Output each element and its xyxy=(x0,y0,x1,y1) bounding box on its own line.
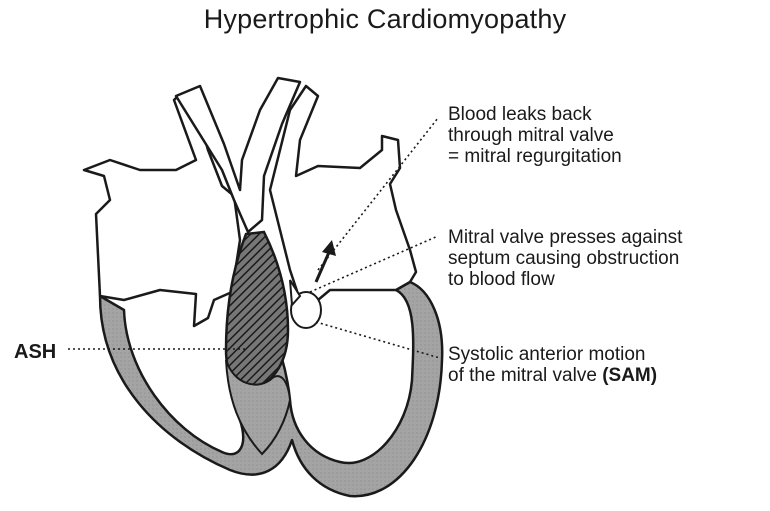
regurgitation-line-1: Blood leaks back xyxy=(448,104,622,125)
regurgitation-line-3: = mitral regurgitation xyxy=(448,146,622,167)
regurgitation-label: Blood leaks back through mitral valve = … xyxy=(448,104,622,167)
sam-label: Systolic anterior motion of the mitral v… xyxy=(448,344,657,386)
regurgitation-line-2: through mitral valve xyxy=(448,125,622,146)
obstruction-label: Mitral valve presses against septum caus… xyxy=(448,227,682,290)
obstruction-line-1: Mitral valve presses against xyxy=(448,227,682,248)
ash-label: ASH xyxy=(14,341,56,364)
sam-abbreviation: (SAM) xyxy=(602,365,657,386)
sam-line-2: of the mitral valve (SAM) xyxy=(448,365,657,386)
obstruction-line-2: septum causing obstruction xyxy=(448,248,682,269)
sam-line-1: Systolic anterior motion xyxy=(448,344,657,365)
sam-line-2-text: of the mitral valve xyxy=(448,365,597,386)
obstruction-line-3: to blood flow xyxy=(448,269,682,290)
